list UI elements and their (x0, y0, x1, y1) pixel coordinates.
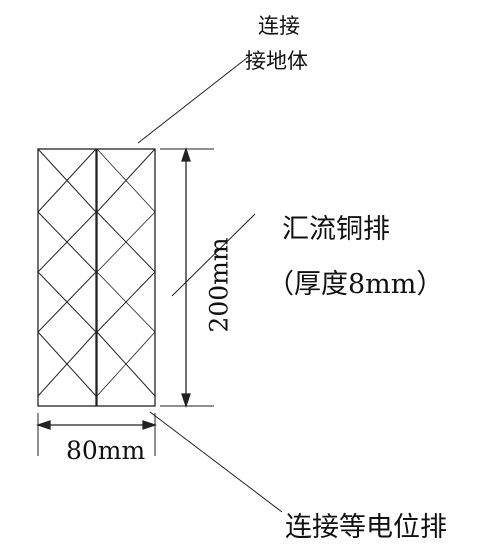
busbar-plate-left (37, 148, 97, 407)
leader-line-equipotential (149, 411, 283, 513)
ground-connection-label-line1: 连接 (258, 14, 300, 38)
zigzag-left-1 (37, 148, 97, 397)
width-dimension-label: 80mm (66, 436, 146, 465)
width-arrow-right (142, 420, 158, 430)
height-dimension-text: 200mm (204, 237, 234, 333)
height-arrow-bottom (181, 393, 191, 409)
leader-line-ground (137, 53, 253, 144)
zigzag-right-2 (96, 148, 156, 397)
width-arrow-left (35, 420, 51, 430)
equipotential-connection-label: 连接等电位排 (285, 512, 447, 543)
zigzag-right-1 (96, 148, 156, 397)
height-arrow-top (181, 146, 191, 162)
thickness-label: （厚度8mm） (267, 269, 444, 300)
busbar-plate-right (96, 148, 156, 407)
ground-connection-label-line2: 接地体 (245, 49, 308, 73)
leader-line-busbar (171, 213, 256, 297)
busbar-label: 汇流铜排 (282, 214, 390, 245)
zigzag-left-2 (37, 148, 97, 397)
height-dimension-label: 200mm (184, 237, 234, 332)
